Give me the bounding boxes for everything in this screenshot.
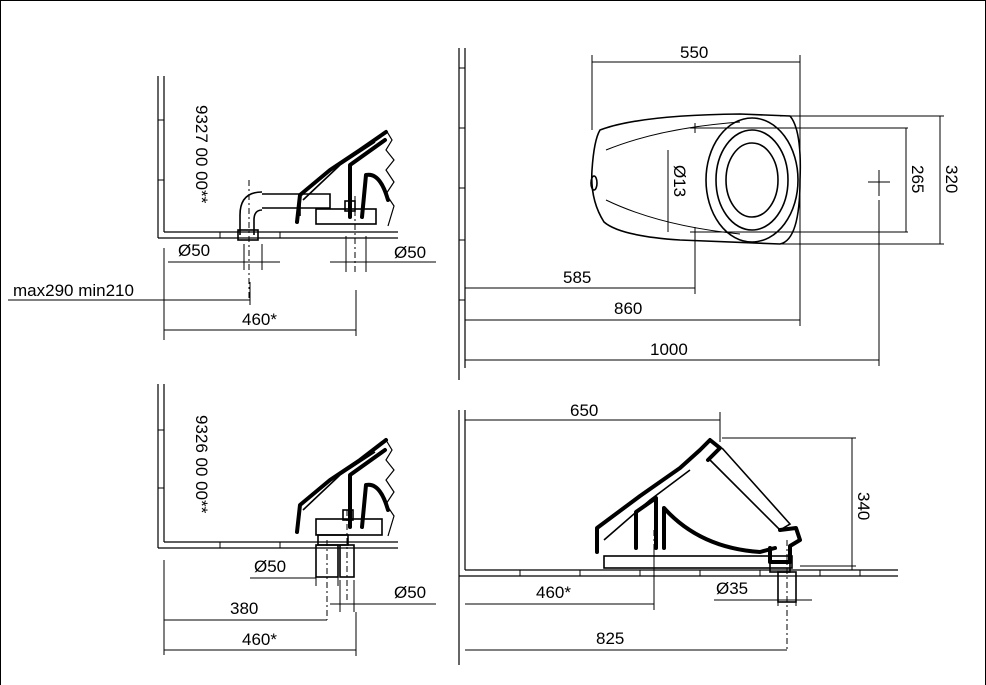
- urinal-outline: [295, 129, 395, 227]
- pipe-diameter-right: Ø50: [394, 243, 426, 262]
- height-dimension: 320: [942, 165, 961, 193]
- depth-dimension: 460*: [242, 630, 277, 649]
- dimension-340: 340: [854, 492, 873, 520]
- dimension-1000: 1000: [650, 340, 688, 359]
- width-dimension: 550: [680, 43, 708, 62]
- depth-dimension: 460*: [242, 310, 277, 329]
- wall-hatch: [157, 384, 398, 549]
- bottom-right-side-view: 650 340 460* Ø35 825: [458, 401, 898, 665]
- siphon-assembly: [237, 180, 377, 300]
- dimension-860: 860: [614, 299, 642, 318]
- urinal-plan-outline: [590, 113, 890, 245]
- fixing-spacing-dimension: 265: [908, 165, 927, 193]
- dimension-380: 380: [230, 599, 258, 618]
- floor-hatch: [458, 410, 898, 665]
- pipe-diameter-right: Ø50: [394, 583, 426, 602]
- urinal-outline: [595, 438, 802, 603]
- dimension-lines: [8, 236, 436, 340]
- dimension-lines: [465, 412, 856, 651]
- urinal-outline: [295, 438, 395, 537]
- dimension-825: 825: [596, 629, 624, 648]
- wall-hatch: [458, 48, 466, 380]
- pipe-diameter-left: Ø50: [178, 241, 210, 260]
- fixing-hole-diameter: Ø13: [670, 165, 689, 197]
- pipe-diameter-left: Ø50: [254, 557, 286, 576]
- dimension-lines: [465, 55, 944, 366]
- dimension-650: 650: [570, 401, 598, 420]
- dimension-585: 585: [563, 268, 591, 287]
- wall-hatch: [157, 76, 398, 239]
- dimension-lines: [163, 560, 436, 656]
- outlet-diameter: Ø35: [716, 579, 748, 598]
- article-code: 9326 00 00**: [192, 415, 211, 514]
- dimension-460: 460*: [536, 583, 571, 602]
- outlet-height-range: max290 min210: [13, 281, 134, 300]
- siphon-assembly: [315, 509, 383, 620]
- article-code: 9327 00 00**: [192, 105, 211, 204]
- top-right-plan-view: 550 Ø13 265 320 585 860 1000: [458, 43, 961, 380]
- top-left-side-view: 9327 00 00** Ø50 Ø50 max290 min210 460*: [8, 76, 436, 340]
- bottom-left-side-view: 9326 00 00** Ø50 Ø50 380 460*: [157, 384, 436, 656]
